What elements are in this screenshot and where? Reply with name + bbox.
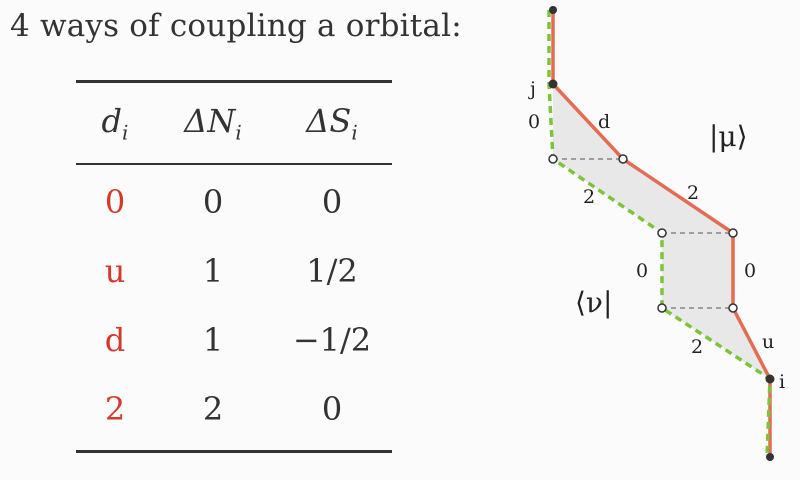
table-top-rule: [76, 80, 392, 83]
table-mid-rule: [76, 163, 392, 165]
shaded-region-lower: [662, 233, 770, 379]
cell-d: 2: [104, 390, 126, 428]
cell-delta-n: 1: [202, 321, 224, 359]
nu-step-label: 0: [636, 260, 648, 282]
table-row: 2 2 0: [76, 375, 392, 444]
cell-delta-s: 0: [321, 390, 343, 428]
cell-delta-n: 0: [202, 183, 224, 221]
table-bottom-rule: [76, 449, 392, 453]
table-header-row: di ΔNi ΔSi: [76, 83, 392, 163]
table-row: 0 0 0: [76, 168, 392, 237]
mu-step-label: 2: [687, 182, 699, 204]
open-node: [657, 303, 667, 313]
cell-d: 0: [104, 183, 126, 221]
coupling-table: di ΔNi ΔSi 0 0 0 u 1 1/2 d 1 −1/2 2 2 0: [76, 80, 392, 453]
cell-delta-n: 1: [202, 252, 224, 290]
open-node: [657, 228, 667, 238]
nu-step-label: 2: [583, 186, 595, 208]
header-delta-n: ΔNi: [184, 101, 242, 145]
mu-step-label: 0: [744, 260, 756, 282]
cell-delta-s: 1/2: [306, 252, 358, 290]
node-j-label: j: [528, 78, 536, 100]
cell-delta-s: 0: [321, 183, 343, 221]
mu-step-label: d: [598, 111, 610, 133]
open-node: [548, 154, 558, 164]
table-row: u 1 1/2: [76, 237, 392, 306]
open-node: [728, 303, 738, 313]
table-row: d 1 −1/2: [76, 306, 392, 375]
nu-step-label: 0: [528, 111, 540, 133]
end-node: [549, 6, 557, 14]
cell-d: u: [104, 252, 126, 290]
header-d: di: [101, 101, 129, 145]
ket-mu-label: |μ⟩: [709, 120, 748, 153]
open-node: [728, 228, 738, 238]
node-j: [548, 79, 558, 89]
open-node: [618, 154, 628, 164]
cell-delta-s: −1/2: [292, 321, 372, 359]
cell-d: d: [104, 321, 126, 359]
header-delta-s: ΔSi: [306, 101, 358, 145]
node-i-label: i: [779, 371, 785, 393]
cell-delta-n: 2: [202, 390, 224, 428]
nu-step-label: 2: [691, 336, 703, 358]
node-i: [765, 374, 775, 384]
bra-nu-label: ⟨ν|: [575, 286, 612, 319]
end-node: [766, 453, 774, 461]
mu-step-label: u: [762, 331, 774, 353]
page-title: 4 ways of coupling a orbital:: [10, 8, 462, 44]
